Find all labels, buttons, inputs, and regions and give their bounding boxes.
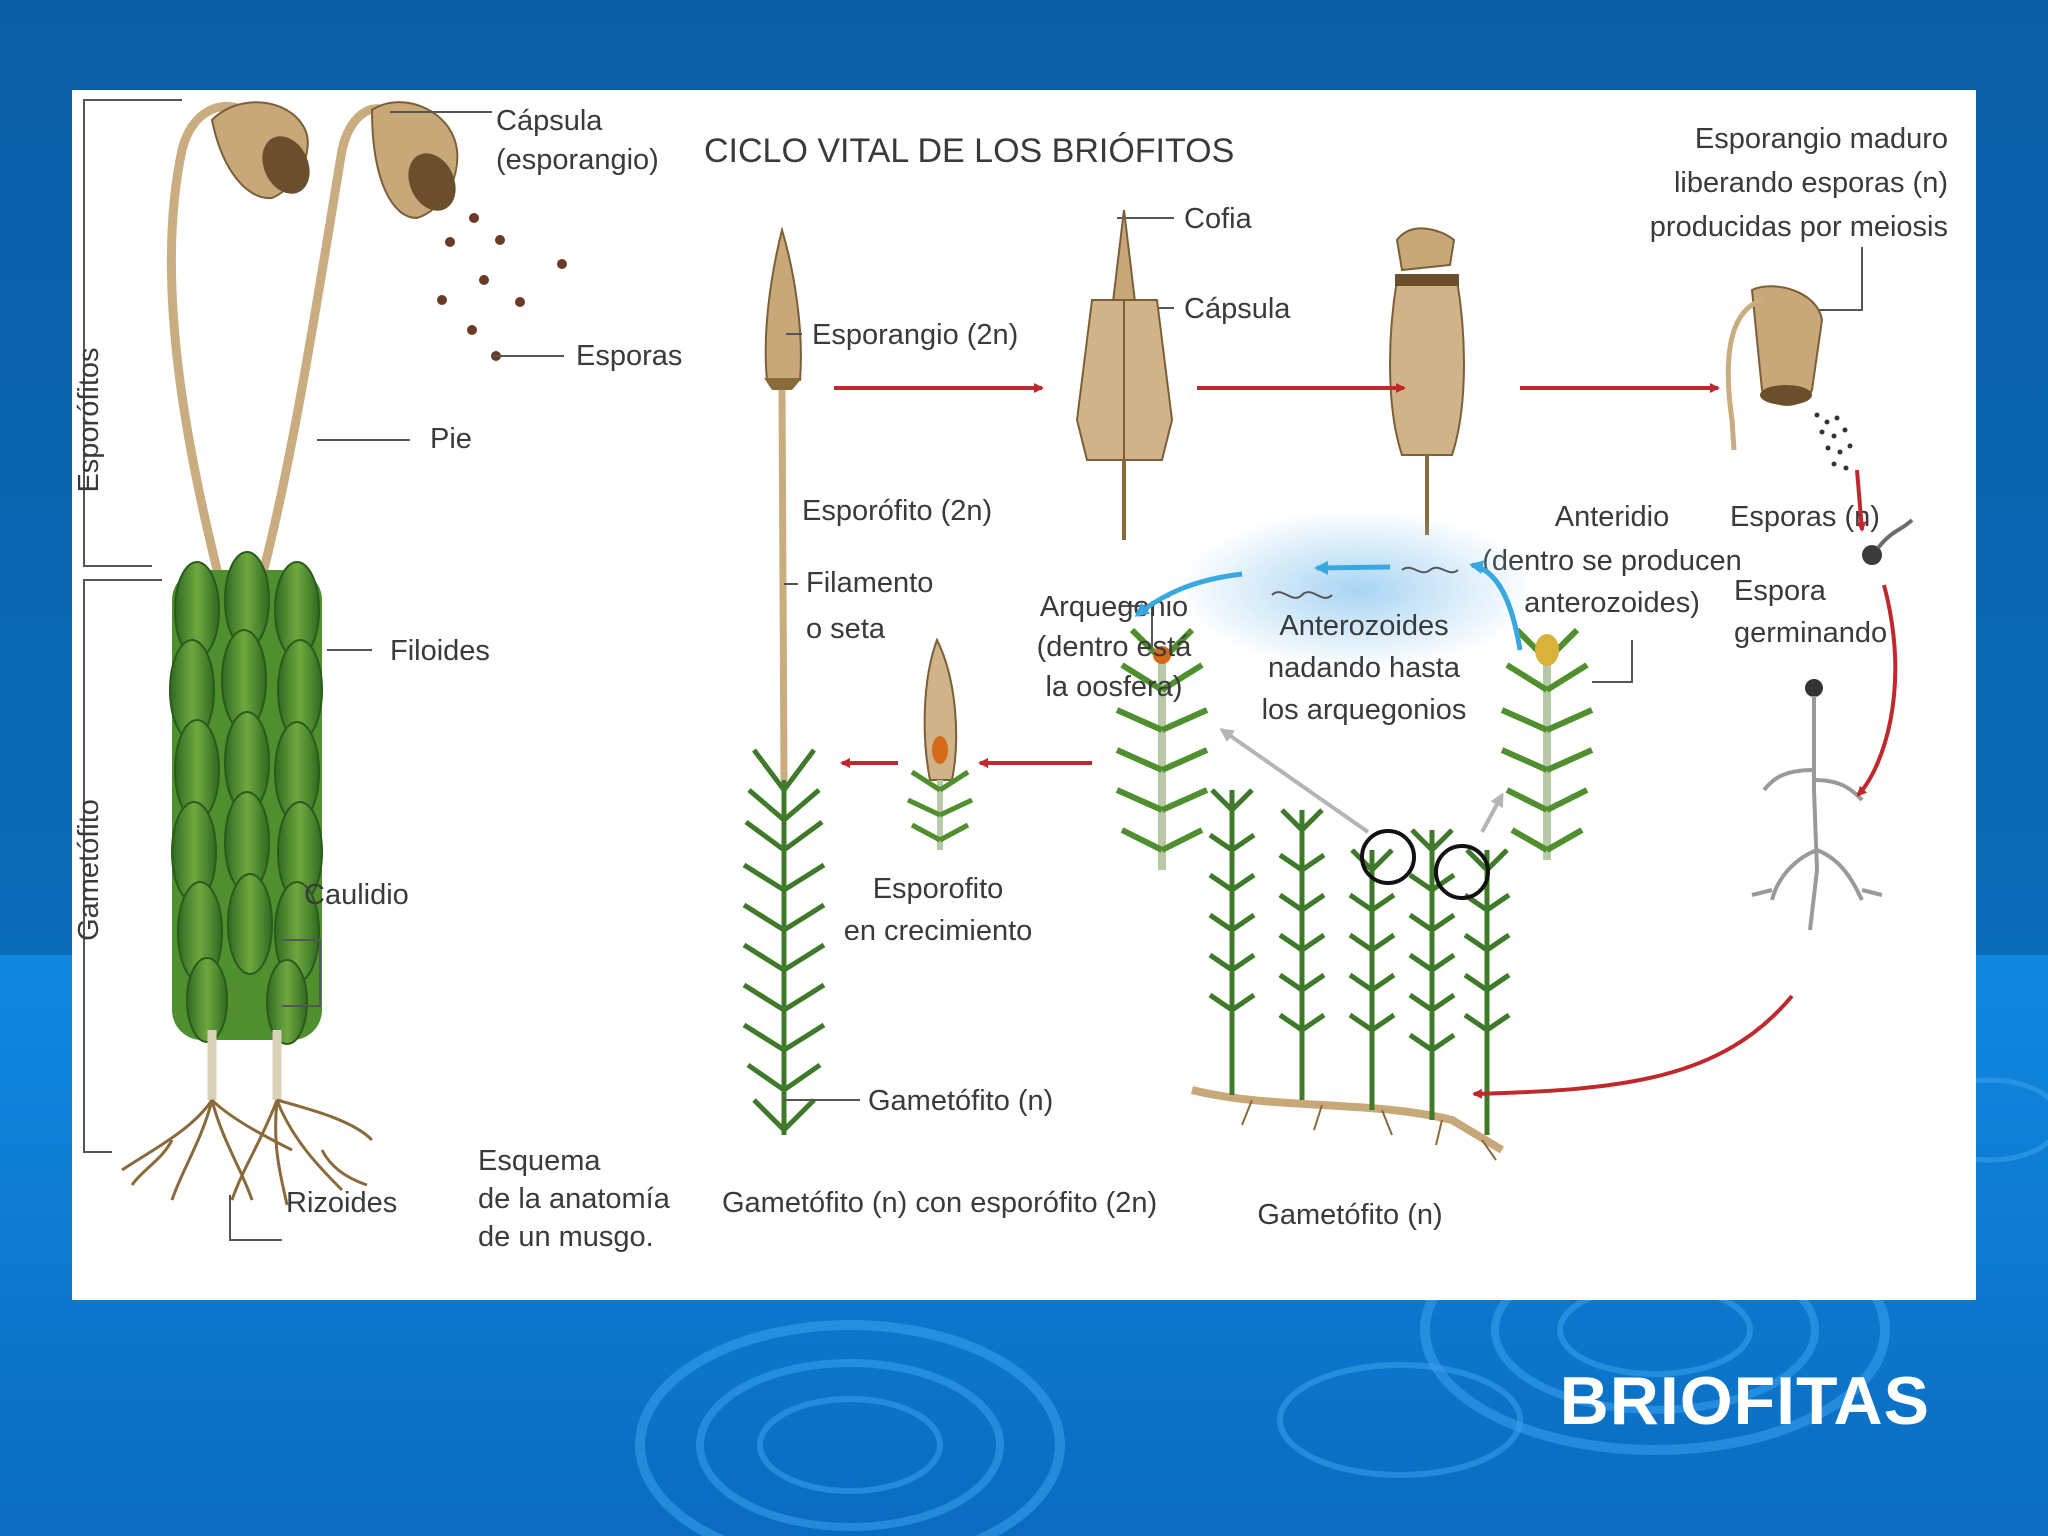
protonema — [1751, 679, 1883, 931]
cycle-arrows-red — [834, 383, 1898, 1099]
opening-capsule — [1389, 227, 1465, 535]
calyptra-capsule — [1075, 209, 1174, 540]
label-capsule: Cápsula — [496, 105, 603, 137]
caption-line-3: de un musgo. — [478, 1221, 654, 1253]
bracket-label-gametophyte: Gametófito — [73, 799, 105, 941]
gametophyte-with-sporophyte — [742, 226, 826, 1135]
label-rhizoids: Rizoides — [286, 1187, 397, 1219]
diagram-panel: Esporófitos Gametófito — [72, 90, 1976, 1300]
mature-sporangium — [1725, 285, 1853, 471]
label-mature-1: Esporangio maduro — [1695, 123, 1948, 155]
label-spores: Esporas — [576, 340, 682, 372]
label-germinating-1: Espora — [1734, 575, 1827, 607]
antheridium-plant — [1500, 627, 1594, 860]
caption-line-1: Esquema — [478, 1145, 601, 1177]
highlight-ring-1 — [1360, 829, 1416, 885]
life-cycle: CICLO VITAL DE LOS BRIÓFITOS Espor — [704, 123, 1948, 1231]
label-caulidium: Caulidio — [304, 879, 409, 911]
water-ripples-decoration — [635, 1077, 2048, 1536]
bracket-lines — [83, 99, 182, 1153]
germinating-spore — [1862, 518, 1914, 565]
label-antheridium-1: Anteridio — [1555, 501, 1669, 533]
caption-line-2: de la anatomía — [478, 1183, 671, 1215]
label-filament-seta: o seta — [806, 613, 886, 645]
label-gametophyte-colony: Gametófito (n) — [1257, 1199, 1442, 1231]
label-phylloids: Filoides — [390, 635, 490, 667]
caption-gametophyte-with-sporophyte: Gametófito (n) con esporófito (2n) — [722, 1187, 1157, 1219]
capsule-right — [370, 101, 459, 220]
antherozoids — [1271, 566, 1459, 599]
label-foot: Pie — [430, 423, 472, 455]
label-mature-2: liberando esporas (n) — [1674, 167, 1948, 199]
leafy-stem — [169, 551, 323, 1045]
slide-title: BRIOFITAS — [1559, 1363, 1930, 1439]
cycle-arrows-gray — [1219, 728, 1504, 834]
seta-right — [252, 104, 390, 597]
spores-dots — [437, 213, 567, 361]
label-capsule-sporangium: (esporangio) — [496, 144, 659, 176]
label-antherozoids-3: los arquegonios — [1262, 694, 1467, 726]
label-calyptra: Cofia — [1184, 203, 1253, 235]
label-filament: Filamento — [806, 567, 933, 599]
cycle-arrows-blue — [1134, 560, 1523, 651]
growing-sporophyte — [906, 637, 974, 850]
capsule-left — [210, 101, 310, 200]
label-gametophyte-n: Gametófito (n) — [868, 1085, 1053, 1117]
label-spores-n: Esporas (n) — [1730, 501, 1880, 533]
label-antherozoids-2: nadando hasta — [1268, 652, 1461, 684]
antherozoid-glow — [1177, 510, 1537, 670]
anatomy-leader-lines — [229, 111, 564, 1241]
highlight-ring-2 — [1434, 844, 1490, 900]
label-germinating-2: germinando — [1734, 617, 1887, 649]
gametophyte-colony — [1191, 788, 1511, 1161]
label-mature-3: producidas por meiosis — [1650, 211, 1948, 243]
caulidium-stems — [207, 1030, 282, 1100]
rhizoids — [121, 1098, 374, 1206]
label-antherozoids-1: Anterozoides — [1279, 610, 1448, 642]
label-sporangium-2n: Esporangio (2n) — [812, 319, 1018, 351]
label-capsule: Cápsula — [1184, 293, 1291, 325]
label-growing-2: en crecimiento — [844, 915, 1033, 947]
bracket-label-sporophytes: Esporófitos — [73, 347, 105, 492]
moss-anatomy: Esporófitos Gametófito — [73, 99, 682, 1253]
label-growing-1: Esporofito — [873, 873, 1004, 905]
seta-left — [166, 101, 245, 592]
label-archegonium-2: (dentro está — [1037, 631, 1193, 663]
cycle-title: CICLO VITAL DE LOS BRIÓFITOS — [704, 132, 1234, 170]
label-archegonium-3: la oosfera) — [1045, 671, 1182, 703]
label-sporophyte-2n: Esporófito (2n) — [802, 495, 992, 527]
archegonium-plant — [1115, 627, 1209, 870]
label-antheridium-3: anterozoides) — [1524, 587, 1700, 619]
